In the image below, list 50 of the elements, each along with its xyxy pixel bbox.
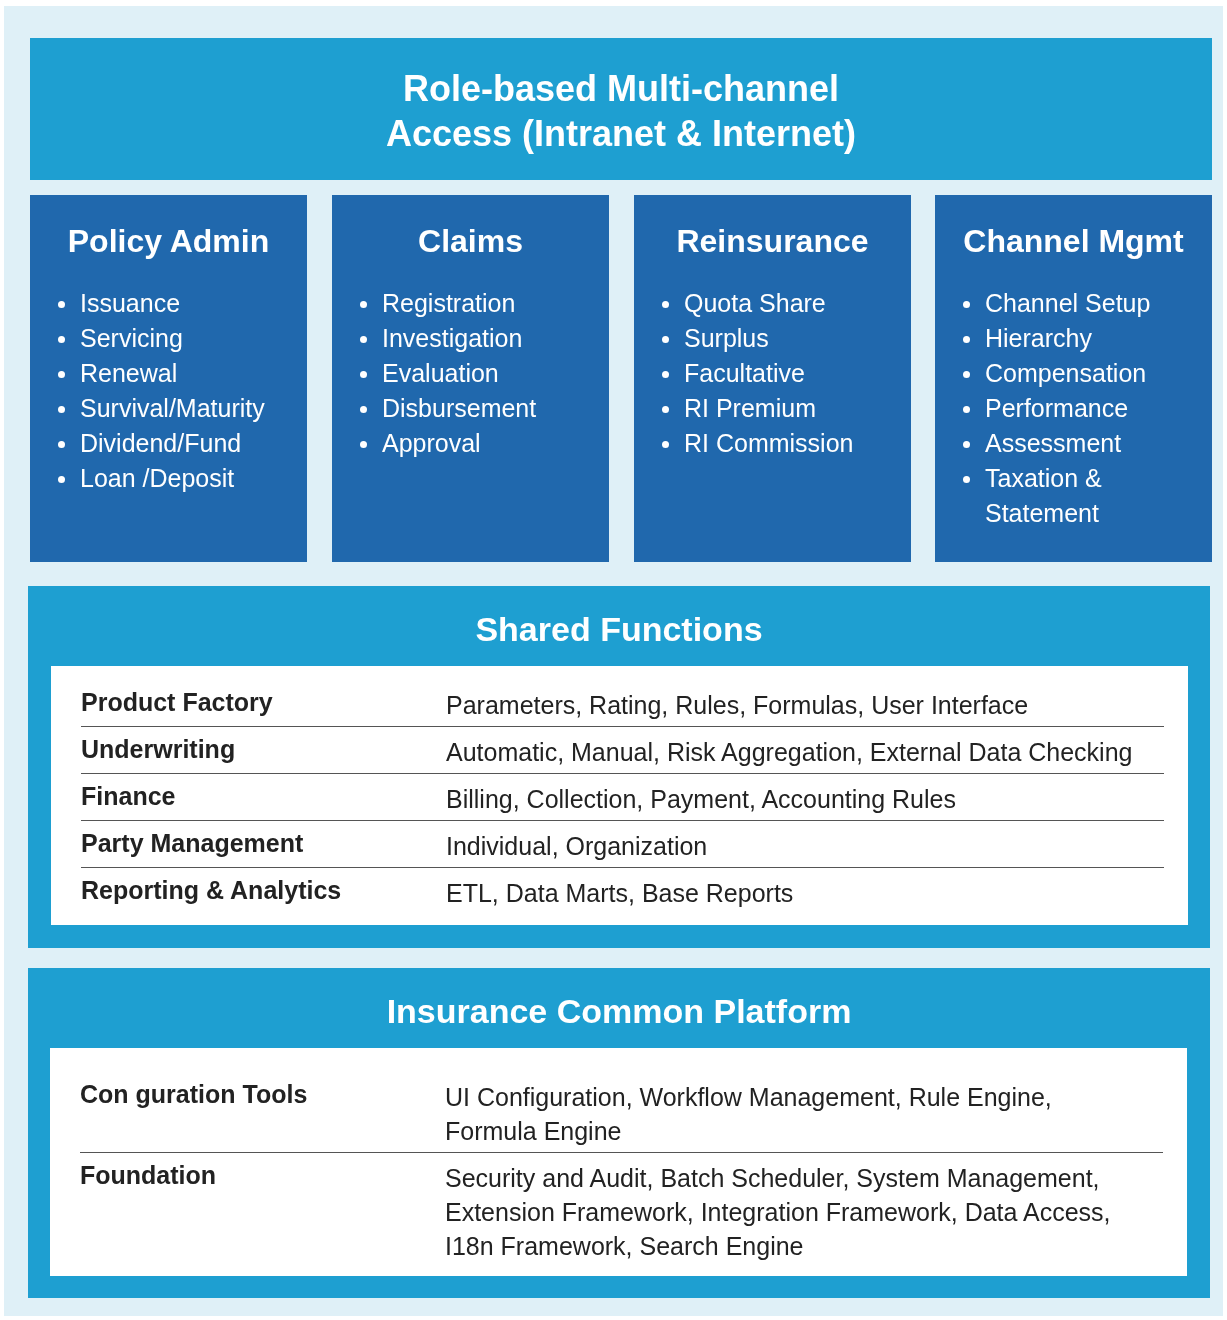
panel-box: [634, 195, 911, 562]
bullet-item: Investigation: [332, 321, 609, 356]
panel-box: [28, 968, 1210, 1298]
bullet-item: Renewal: [30, 356, 307, 391]
bullet-item: Approval: [332, 426, 609, 461]
bullet-item: Quota Share: [634, 286, 911, 321]
panel-box: [30, 195, 307, 562]
bullet-item: Disbursement: [332, 391, 609, 426]
bullet-item: Issuance: [30, 286, 307, 321]
row-description: Security and Audit, Batch Scheduler, System Management, Extension Framework, Integration Framework, Data Access, I18n Framework, Search Engine: [445, 1163, 1112, 1262]
bullet-item: Channel Setup: [935, 286, 1212, 321]
bullet-item: Dividend/Fund: [30, 426, 307, 461]
row-header: Underwriting: [81, 734, 237, 765]
bullet-item: RI Commission: [634, 426, 911, 461]
bullet-item: Loan /Deposit: [30, 461, 307, 496]
row-header: Foundation: [80, 1160, 218, 1191]
module-title: Channel Mgmt: [962, 222, 1185, 261]
bullet-item: Servicing: [30, 321, 307, 356]
bullet-item: Hierarchy: [935, 321, 1212, 356]
bullet-item: Registration: [332, 286, 609, 321]
row-header: Finance: [81, 781, 177, 812]
layer-title: Role-based Multi-channel Access (Intranet & Internet): [384, 67, 858, 156]
bullet-item: Surplus: [634, 321, 911, 356]
row-description: ETL, Data Marts, Base Reports: [446, 878, 795, 909]
module-title: Reinsurance: [675, 222, 870, 261]
module-title: Policy Admin: [66, 222, 271, 261]
row-header: Con guration Tools: [80, 1079, 309, 1110]
row-description: Billing, Collection, Payment, Accounting Rules: [446, 784, 957, 815]
bullet-item: Performance: [935, 391, 1212, 426]
row-description: Automatic, Manual, Risk Aggregation, External Data Checking: [446, 737, 1134, 768]
module-title: Claims: [417, 222, 524, 261]
row-description: UI Configuration, Workflow Management, Rule Engine, Formula Engine: [445, 1082, 1053, 1147]
bullet-item: Taxation & Statement: [935, 461, 1212, 531]
panel-box: [935, 195, 1212, 562]
bullet-item: RI Premium: [634, 391, 911, 426]
row-description: Parameters, Rating, Rules, Formulas, User Interface: [446, 690, 1030, 721]
panel-box: [332, 195, 609, 562]
bullet-item: Compensation: [935, 356, 1212, 391]
layer-title: Shared Functions: [474, 609, 764, 649]
panel-box: [30, 38, 1212, 180]
row-header: Reporting & Analytics: [81, 875, 343, 906]
bullet-item: Survival/Maturity: [30, 391, 307, 426]
panel-box: [28, 586, 1210, 948]
layer-title: Insurance Common Platform: [385, 991, 853, 1031]
bullet-item: Assessment: [935, 426, 1212, 461]
row-description: Individual, Organization: [446, 831, 709, 862]
row-header: Party Management: [81, 828, 305, 859]
row-header: Product Factory: [81, 687, 274, 718]
bullet-item: Facultative: [634, 356, 911, 391]
bullet-item: Evaluation: [332, 356, 609, 391]
